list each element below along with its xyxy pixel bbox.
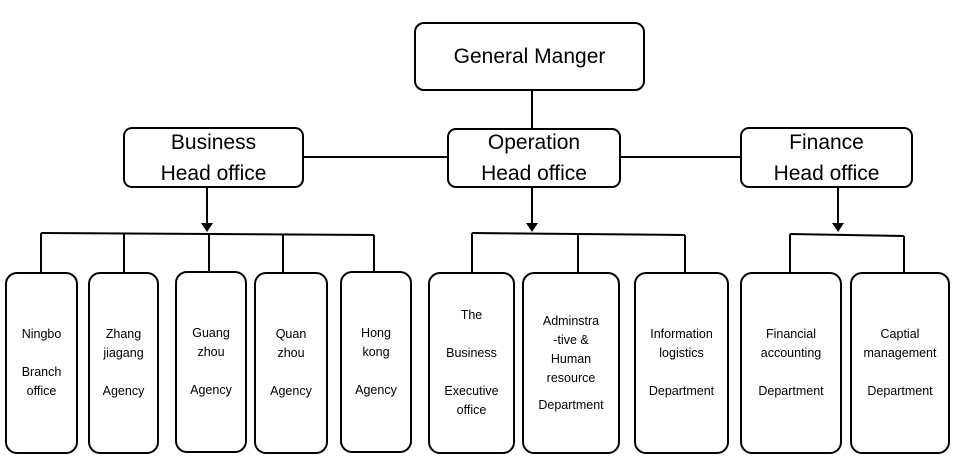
business-executive-office-box: The Business Executive office — [428, 272, 515, 454]
general-manager-label: General Manger — [453, 45, 606, 68]
bus-finance — [789, 233, 905, 237]
bus-business — [40, 232, 375, 236]
financial-accounting-department-box: Financial accounting Department — [740, 272, 842, 454]
finance-head-office-box: Finance Head office — [740, 127, 913, 188]
unit-label: office — [456, 403, 487, 417]
unit-label: Agency — [355, 383, 397, 397]
finance-head-line-1: Finance — [789, 130, 864, 154]
arrow-head-finance — [832, 223, 844, 232]
operation-head-line-1: Operation — [487, 131, 581, 154]
unit-label: Guang — [192, 326, 230, 340]
unit-label: Department — [758, 384, 824, 398]
unit-label: zhou — [277, 346, 305, 360]
quanzhou-agency-box: Quan zhou Agency — [254, 272, 328, 454]
unit-label: Information — [650, 327, 713, 341]
unit-label: Business — [446, 346, 497, 360]
general-manager-box: General Manger — [414, 22, 645, 91]
unit-label: Human — [550, 351, 592, 366]
unit-label: Ningbo — [21, 327, 62, 341]
unit-label: Captial — [880, 327, 920, 341]
zhangjiagang-agency-box: Zhang jiagang Agency — [88, 272, 159, 454]
unit-label: Department — [867, 384, 933, 398]
arrow-head-business — [201, 223, 213, 232]
operation-head-line-2: Head office — [481, 162, 587, 185]
unit-label: Quan — [275, 327, 307, 341]
unit-label: zhou — [197, 345, 225, 359]
business-head-line-1: Business — [170, 130, 257, 154]
unit-label: Financial — [765, 327, 817, 341]
unit-label: The — [460, 308, 483, 322]
unit-label: Zhang — [105, 327, 142, 341]
unit-label: management — [863, 346, 937, 360]
unit-label: logistics — [659, 346, 704, 360]
business-head-line-2: Head office — [160, 161, 267, 185]
unit-label: Agency — [270, 384, 312, 398]
unit-label: Executive — [444, 384, 499, 398]
unit-label: accounting — [760, 346, 822, 360]
information-logistics-department-box: Information logistics Department — [634, 272, 729, 454]
unit-label: kong — [362, 345, 390, 359]
finance-head-line-2: Head office — [773, 161, 880, 185]
admin-human-resource-department-box: Adminstra -tive & Human resource Departm… — [522, 272, 620, 454]
business-head-office-box: Business Head office — [123, 127, 304, 188]
guangzhou-agency-box: Guang zhou Agency — [175, 271, 247, 453]
unit-label: Department — [538, 397, 604, 412]
operation-head-office-box: Operation Head office — [447, 128, 621, 188]
unit-label: Hong — [361, 326, 391, 340]
unit-label: Adminstra — [542, 313, 600, 328]
ningbo-branch-office-box: Ningbo Branch office — [5, 272, 78, 454]
unit-label: jiagang — [103, 346, 144, 360]
unit-label: Agency — [102, 384, 145, 398]
unit-label: Department — [648, 384, 715, 398]
arrow-head-operation — [526, 223, 538, 232]
unit-label: resource — [546, 370, 596, 385]
capital-management-department-box: Captial management Department — [850, 272, 950, 454]
hongkong-agency-box: Hong kong Agency — [340, 271, 412, 453]
unit-label: Agency — [190, 383, 232, 397]
unit-label: Branch — [21, 365, 62, 379]
unit-label: office — [26, 384, 57, 398]
unit-label: -tive & — [553, 332, 589, 347]
